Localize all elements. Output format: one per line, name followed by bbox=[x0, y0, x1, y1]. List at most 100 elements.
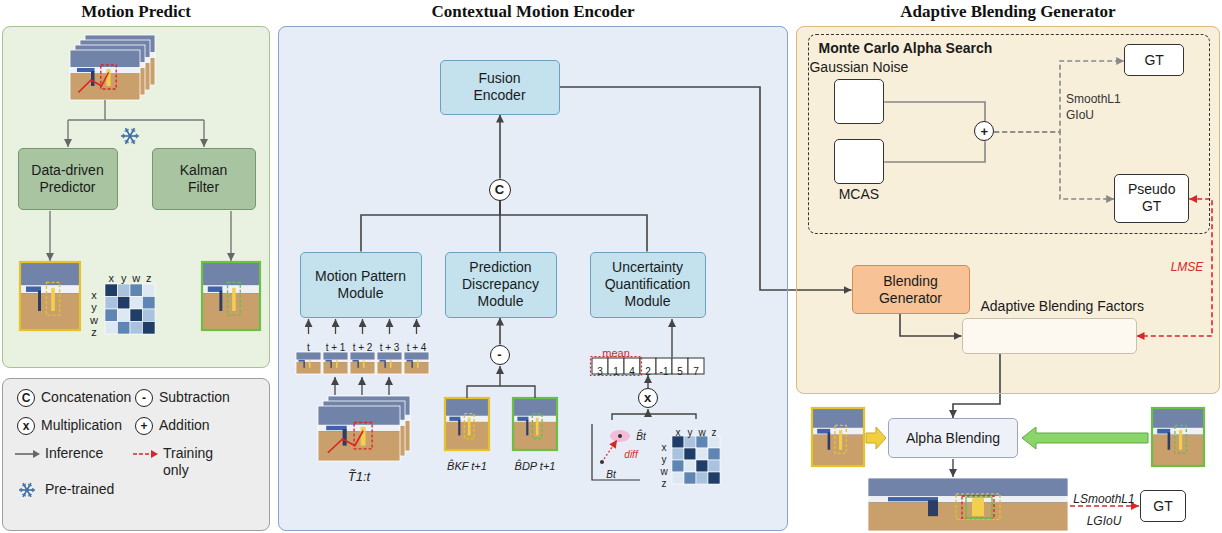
label-box: 7 bbox=[688, 360, 704, 379]
annotation-text: x bbox=[91, 289, 97, 301]
annotation-text: 1 bbox=[613, 366, 619, 377]
annotation-text: SmoothL1 bbox=[1066, 92, 1121, 106]
image-part bbox=[404, 359, 429, 362]
annotation-text: z bbox=[712, 427, 717, 438]
panel: Motion PredictData-driven PredictorKalma… bbox=[2, 26, 270, 368]
image-part bbox=[812, 435, 864, 466]
label-box: GIoU bbox=[1066, 104, 1126, 123]
legend-sample bbox=[13, 481, 41, 499]
node-label: Fusion Encoder bbox=[460, 70, 540, 104]
legend-symbol: + bbox=[135, 417, 153, 435]
image-part bbox=[445, 398, 489, 450]
connector bbox=[499, 318, 501, 345]
matrix-cell bbox=[684, 472, 696, 484]
process-box: GT bbox=[1124, 44, 1184, 76]
matrix-cell bbox=[696, 472, 708, 484]
node-label: Motion Pattern Module bbox=[311, 268, 411, 302]
sample-line bbox=[15, 453, 34, 455]
image-border bbox=[377, 352, 402, 374]
label-box: t + 3 bbox=[377, 336, 403, 355]
label-box: z bbox=[143, 267, 156, 286]
annotation-text: y bbox=[662, 454, 667, 465]
legend-symbol: - bbox=[135, 389, 153, 407]
legend-symbol: C bbox=[17, 389, 35, 407]
image-border bbox=[202, 262, 260, 330]
connector bbox=[900, 314, 962, 336]
image-part bbox=[304, 361, 305, 368]
legend-text: Pre-trained bbox=[45, 481, 114, 498]
bbox bbox=[101, 65, 116, 89]
covariance-matrix bbox=[105, 284, 155, 334]
image-part bbox=[70, 50, 140, 100]
label-box: LSmoothL1 bbox=[1070, 488, 1138, 507]
image-part bbox=[1152, 428, 1204, 435]
uncertainty-blob bbox=[610, 430, 630, 442]
blend-arrow bbox=[1022, 427, 1148, 449]
image-part bbox=[868, 478, 1068, 531]
image-part bbox=[363, 360, 365, 367]
image-part bbox=[331, 361, 332, 368]
label-box: y bbox=[684, 421, 696, 440]
image-part bbox=[404, 352, 429, 374]
wire-line bbox=[308, 319, 309, 334]
point bbox=[618, 434, 622, 438]
image-part bbox=[377, 359, 402, 362]
wire-line bbox=[123, 134, 125, 138]
bbox bbox=[966, 497, 992, 518]
image-part bbox=[350, 352, 375, 374]
matrix-cell bbox=[708, 460, 720, 472]
connector bbox=[994, 61, 1124, 132]
bbox bbox=[956, 494, 1000, 519]
panel-title: Motion Predict bbox=[3, 2, 269, 22]
legend-sample bbox=[13, 445, 41, 463]
trajectory-line bbox=[328, 431, 363, 453]
matrix-cell bbox=[130, 297, 143, 310]
image-part bbox=[70, 50, 140, 67]
annotation-text: t + 2 bbox=[353, 342, 373, 353]
wire-line bbox=[362, 319, 363, 334]
frame-image bbox=[296, 352, 321, 374]
annotation-text: x bbox=[109, 272, 115, 284]
node-label: - bbox=[497, 348, 501, 361]
wire-line bbox=[647, 409, 648, 414]
image-part bbox=[323, 352, 348, 359]
image-part bbox=[828, 432, 831, 449]
matrix-cell bbox=[105, 322, 118, 335]
matrix-cell bbox=[118, 297, 131, 310]
matrix-cell bbox=[105, 284, 118, 297]
image-border bbox=[350, 352, 375, 374]
connector bbox=[884, 102, 985, 121]
wire-line bbox=[67, 120, 68, 147]
wire-line bbox=[604, 440, 617, 459]
image-border bbox=[296, 352, 321, 374]
image-part bbox=[350, 362, 375, 374]
matrix-cell bbox=[143, 322, 156, 335]
image-part bbox=[202, 262, 260, 330]
image-part bbox=[361, 427, 366, 446]
matrix-cell bbox=[118, 284, 131, 297]
wire-line bbox=[416, 319, 417, 334]
matrix-cell bbox=[684, 460, 696, 472]
symbol-letter: x bbox=[23, 420, 30, 432]
image-part bbox=[812, 408, 864, 428]
image-part bbox=[20, 262, 80, 330]
matrix-cell bbox=[105, 309, 118, 322]
bbox bbox=[354, 423, 372, 449]
bbox bbox=[46, 282, 59, 315]
image-border bbox=[70, 50, 140, 100]
legend-box: CConcatenation-SubtractionxMultiplicatio… bbox=[2, 378, 270, 531]
legend-text: Inference bbox=[45, 445, 103, 462]
annotation-text: GIoU bbox=[1066, 108, 1094, 122]
image-part bbox=[106, 69, 110, 86]
wire-line bbox=[230, 211, 231, 261]
legend-entry: Inference bbox=[13, 445, 103, 463]
process-box: Data-driven Predictor bbox=[18, 148, 118, 210]
legend-entry: -Subtraction bbox=[131, 389, 230, 407]
covariance-matrix bbox=[672, 436, 720, 484]
label-box: SmoothL1 bbox=[1066, 88, 1126, 107]
legend-sample bbox=[131, 445, 159, 463]
matrix-cell bbox=[130, 284, 143, 297]
label-box: B̂DP t+1 bbox=[504, 455, 566, 474]
annotation-text: LGIoU bbox=[1087, 514, 1122, 528]
annotation-text: z bbox=[146, 272, 152, 284]
